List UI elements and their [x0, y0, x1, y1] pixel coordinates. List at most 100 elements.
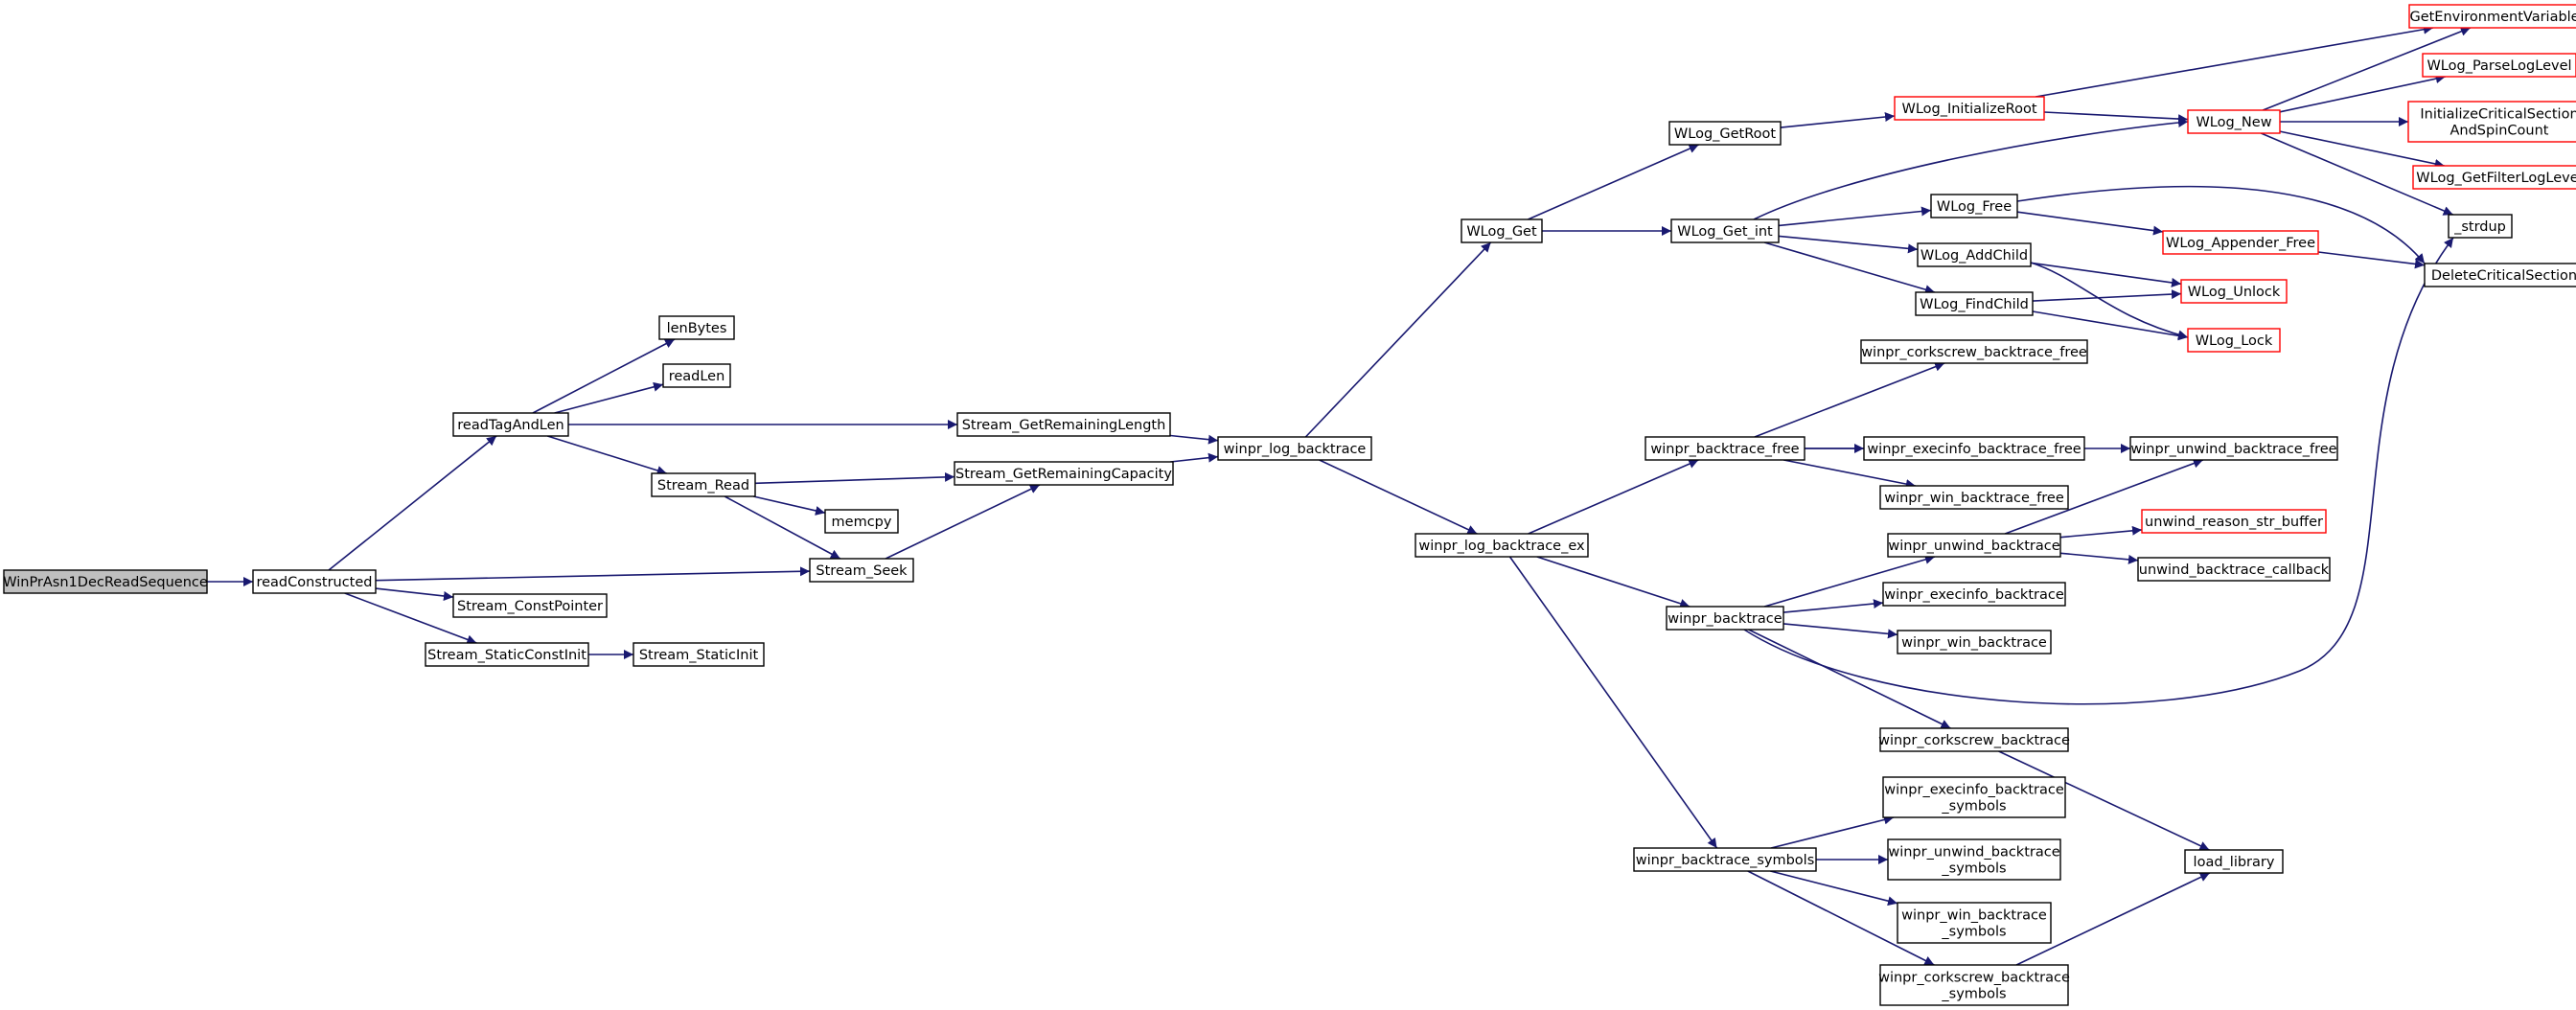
node-readtagandlen[interactable]: readTagAndLen [452, 412, 569, 437]
node-winpr-win-backtrace-symbols[interactable]: winpr_win_backtrace_symbols [1897, 902, 2052, 944]
node-load-library[interactable]: load_library [2184, 849, 2284, 874]
node-label: Stream_StaticConstInit [427, 648, 586, 663]
node-wlog-unlock[interactable]: WLog_Unlock [2180, 279, 2288, 304]
node-winpr-win-backtrace[interactable]: winpr_win_backtrace [1897, 630, 2052, 654]
edge-winpr-backtrace-symbols-to-winpr-execinfo-backtrace-symbols [1770, 815, 1895, 849]
node-stream-staticconstinit[interactable]: Stream_StaticConstInit [425, 642, 589, 667]
node-wlog-free[interactable]: WLog_Free [1930, 194, 2018, 218]
node-wlog-new[interactable]: WLog_New [2187, 109, 2281, 134]
node-winpr-backtrace-symbols[interactable]: winpr_backtrace_symbols [1633, 847, 1817, 872]
node-label: winpr_win_backtrace [1901, 908, 2047, 924]
node-label: _symbols [1941, 861, 2006, 877]
node-label: DeleteCriticalSection [2431, 268, 2576, 284]
node-winpr-execinfo-backtrace[interactable]: winpr_execinfo_backtrace [1882, 582, 2066, 607]
node-box [1894, 96, 2045, 121]
node-wlog-findchild[interactable]: WLog_FindChild [1915, 291, 2034, 316]
node-box [2137, 557, 2331, 582]
node-box [1897, 902, 2052, 944]
edge-wlog-appender-free-to-deletecriticalsection [2317, 251, 2426, 269]
node-winpr-unwind-backtrace-symbols[interactable]: winpr_unwind_backtrace_symbols [1887, 838, 2061, 881]
edge-wlog-getroot-to-wlog-initializeroot [1780, 112, 1896, 128]
edge-stream-read-to-stream-seek [724, 495, 841, 560]
node-winpr-backtrace-free[interactable]: winpr_backtrace_free [1644, 436, 1806, 461]
node-wlog-lock[interactable]: WLog_Lock [2187, 328, 2281, 353]
node-label: winpr_win_backtrace_free [1884, 491, 2064, 506]
edge-winpr-log-backtrace-to-wlog-get [1304, 241, 1492, 438]
node-label: winpr_unwind_backtrace [1888, 845, 2059, 861]
edge-wlog-get-int-to-wlog-new [1753, 117, 2189, 220]
node-lenbytes[interactable]: lenBytes [658, 315, 735, 340]
node-box [809, 558, 914, 583]
edge-readconstructed-to-stream-staticconstinit [344, 592, 477, 645]
node-unwind-reason-str-buffer[interactable]: unwind_reason_str_buffer [2141, 509, 2327, 534]
edge-wlog-get-int-to-wlog-findchild [1763, 241, 1936, 294]
edge-winpr-backtrace-free-to-winpr-win-backtrace-free [1783, 459, 1916, 489]
node-wlog-getroot[interactable]: WLog_GetRoot [1668, 121, 1782, 146]
node-getenvironmentvariablea[interactable]: GetEnvironmentVariableA [2408, 4, 2576, 29]
node-stream-seek[interactable]: Stream_Seek [809, 558, 914, 583]
node-strdup[interactable]: _strdup [2448, 214, 2513, 239]
node-deletecriticalsection[interactable]: DeleteCriticalSection [2424, 263, 2576, 287]
node-winpr-execinfo-backtrace-free[interactable]: winpr_execinfo_backtrace_free [1863, 436, 2085, 461]
node-label: winpr_backtrace [1668, 611, 1782, 627]
node-box [956, 412, 1171, 437]
node-winpr-log-backtrace-ex[interactable]: winpr_log_backtrace_ex [1414, 533, 1589, 558]
node-box [452, 593, 608, 618]
edge-stream-read-to-stream-getremainingcapacity [754, 471, 955, 485]
node-winpr-backtrace[interactable]: winpr_backtrace [1666, 606, 1784, 631]
node-wlog-initializeroot[interactable]: WLog_InitializeRoot [1894, 96, 2045, 121]
node-label: memcpy [832, 515, 892, 530]
edge-winpr-unwind-backtrace-to-unwind-reason-str-buffer [2059, 525, 2143, 539]
node-memcpy[interactable]: memcpy [824, 509, 899, 534]
node-wlog-addchild[interactable]: WLog_AddChild [1917, 242, 2032, 267]
node-label: WLog_GetRoot [1674, 126, 1776, 142]
node-box [2180, 279, 2288, 304]
node-label: WLog_Get_int [1677, 224, 1773, 240]
edge-wlog-get-int-to-wlog-addchild [1778, 235, 1919, 254]
node-winpr-corkscrew-backtrace-free[interactable]: winpr_corkscrew_backtrace_free [1860, 339, 2088, 364]
node-label: unwind_reason_str_buffer [2145, 515, 2323, 530]
node-winpr-corkscrew-backtrace-symbols[interactable]: winpr_corkscrew_backtrace_symbols [1878, 964, 2070, 1006]
node-winpr-win-backtrace-free[interactable]: winpr_win_backtrace_free [1879, 485, 2069, 510]
node-readlen[interactable]: readLen [662, 363, 731, 388]
node-winpr-unwind-backtrace-free[interactable]: winpr_unwind_backtrace_free [2129, 436, 2338, 461]
node-root[interactable]: WinPrAsn1DecReadSequence [3, 569, 208, 594]
edge-readtagandlen-to-stream-read [547, 435, 667, 475]
node-winpr-execinfo-backtrace-symbols[interactable]: winpr_execinfo_backtrace_symbols [1882, 776, 2066, 818]
node-box [1897, 630, 2052, 654]
node-stream-constpointer[interactable]: Stream_ConstPointer [452, 593, 608, 618]
edge-winpr-backtrace-to-winpr-win-backtrace [1782, 623, 1898, 639]
node-readconstructed[interactable]: readConstructed [252, 569, 377, 594]
edge-winpr-backtrace-to-winpr-execinfo-backtrace [1782, 599, 1884, 613]
node-unwind-backtrace-callback[interactable]: unwind_backtrace_callback [2137, 557, 2331, 582]
node-wlog-get[interactable]: WLog_Get [1460, 218, 1543, 243]
node-label: WLog_Appender_Free [2166, 236, 2315, 251]
edge-readtagandlen-to-readlen [554, 381, 664, 414]
node-box [1863, 436, 2085, 461]
node-winpr-corkscrew-backtrace[interactable]: winpr_corkscrew_backtrace [1878, 727, 2070, 752]
node-winpr-log-backtrace[interactable]: winpr_log_backtrace [1217, 436, 1372, 461]
node-stream-staticinit[interactable]: Stream_StaticInit [632, 642, 765, 667]
edge-winpr-backtrace-symbols-to-winpr-corkscrew-backtrace-symbols [1747, 870, 1935, 966]
node-box [2141, 509, 2327, 534]
edge-wlog-new-to-strdup [2260, 132, 2454, 216]
node-label: WLog_ParseLogLevel [2426, 58, 2571, 74]
node-label: _symbols [1941, 987, 2006, 1002]
node-box [651, 472, 756, 497]
graph-edges [207, 24, 2472, 966]
node-wlog-appender-free[interactable]: WLog_Appender_Free [2162, 230, 2319, 255]
node-box [2448, 214, 2513, 239]
node-wlog-getfilterloglevel[interactable]: WLog_GetFilterLogLevel [2412, 165, 2576, 190]
node-box [425, 642, 589, 667]
node-box [1460, 218, 1543, 243]
node-stream-getremaininglength[interactable]: Stream_GetRemainingLength [956, 412, 1171, 437]
node-winpr-unwind-backtrace[interactable]: winpr_unwind_backtrace [1887, 533, 2061, 558]
node-wlog-get-int[interactable]: WLog_Get_int [1670, 218, 1780, 243]
node-stream-read[interactable]: Stream_Read [651, 472, 756, 497]
node-stream-getremainingcapacity[interactable]: Stream_GetRemainingCapacity [954, 461, 1174, 486]
node-box [1915, 291, 2034, 316]
edge-winpr-log-backtrace-ex-to-winpr-backtrace [1536, 556, 1690, 608]
node-wlog-parseloglevel[interactable]: WLog_ParseLogLevel [2422, 53, 2576, 78]
node-box [1930, 194, 2018, 218]
